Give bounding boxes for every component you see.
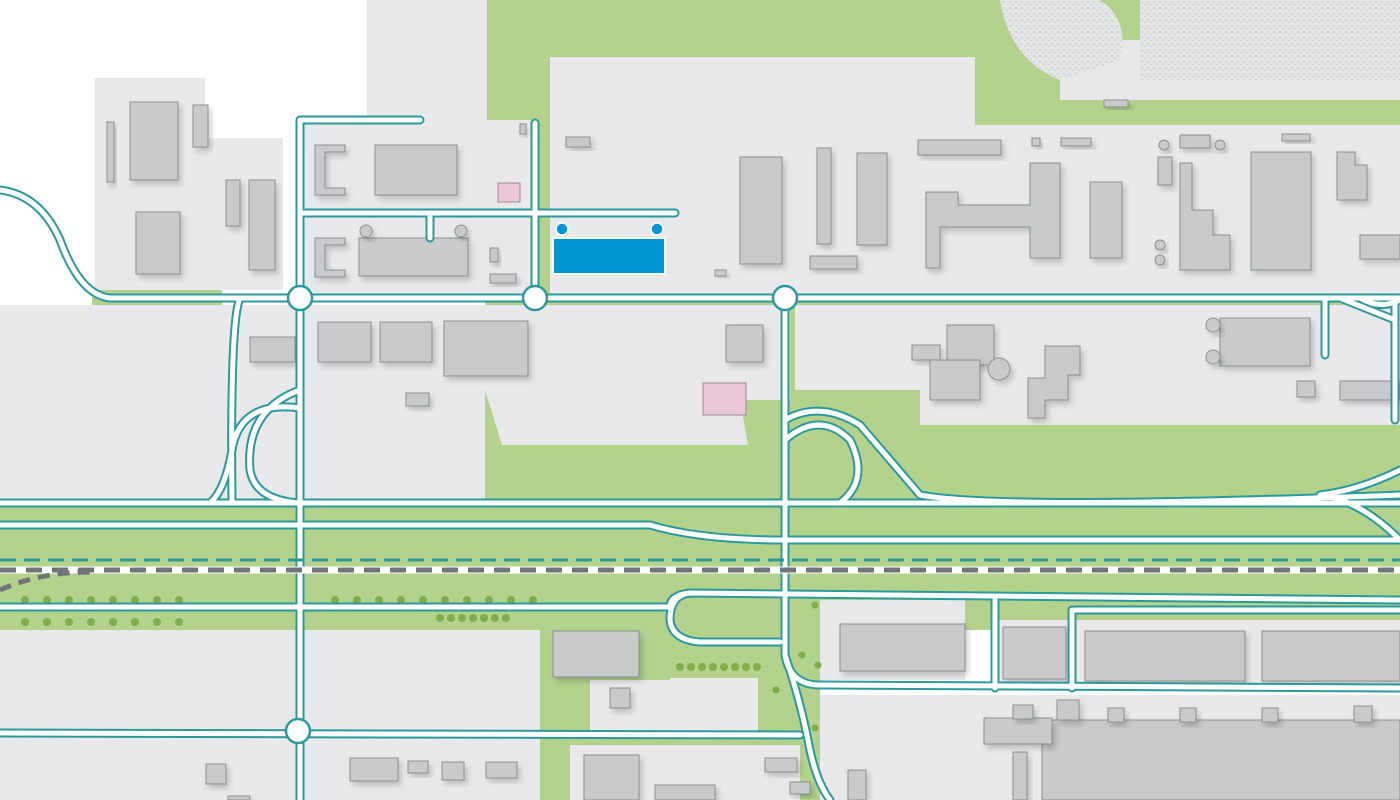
tree-rows (21, 596, 822, 732)
roundabouts (284, 284, 799, 745)
tree-icon (485, 596, 493, 604)
buildings (106, 99, 1400, 800)
tree-icon (109, 618, 117, 626)
railway (0, 558, 1400, 593)
tree-icon (491, 614, 499, 622)
tree-icon (772, 686, 780, 694)
tree-icon (480, 614, 488, 622)
tree-icon (331, 596, 339, 604)
tree-icon (811, 724, 819, 732)
tree-icon (676, 663, 684, 671)
roundabout-marker (284, 717, 312, 745)
tree-icon (447, 614, 455, 622)
road (0, 187, 1400, 301)
tree-icon (375, 596, 383, 604)
tree-icon (87, 596, 95, 604)
roundabout-marker (286, 284, 314, 312)
tree-icon (742, 663, 750, 671)
road (782, 652, 833, 800)
tree-icon (353, 596, 361, 604)
tree-icon (397, 596, 405, 604)
tree-icon (698, 663, 706, 671)
tree-icon (43, 618, 51, 626)
tree-icon (109, 596, 117, 604)
tree-icon (811, 601, 819, 609)
tree-icon (731, 663, 739, 671)
road (0, 522, 1400, 543)
tree-icon (720, 663, 728, 671)
road (667, 590, 783, 645)
road (992, 597, 1400, 691)
highlighted-building[interactable] (552, 222, 666, 275)
road-network (0, 115, 1400, 800)
road (782, 408, 1400, 506)
location-dot-icon (555, 222, 569, 236)
tree-icon (175, 596, 183, 604)
tree-icon (458, 614, 466, 622)
marked-building (702, 382, 747, 416)
tree-icon (814, 661, 822, 669)
tree-icon (507, 596, 515, 604)
road (247, 387, 303, 506)
tree-icon (153, 618, 161, 626)
tree-icon (502, 614, 510, 622)
road (297, 117, 423, 301)
tree-icon (469, 614, 477, 622)
tree-icon (131, 618, 139, 626)
road (297, 120, 678, 301)
tree-icon (709, 663, 717, 671)
road (0, 730, 803, 738)
tree-icon (21, 618, 29, 626)
tree-icon (131, 596, 139, 604)
tree-icon (419, 596, 427, 604)
roundabout-marker (521, 284, 549, 312)
tree-icon (441, 596, 449, 604)
road (1322, 295, 1400, 423)
tree-icon (175, 618, 183, 626)
tree-icon (21, 596, 29, 604)
tree-icon (436, 614, 444, 622)
road (1317, 467, 1400, 543)
tree-icon (43, 596, 51, 604)
roundabout-marker (771, 284, 799, 312)
tree-icon (529, 596, 537, 604)
tree-icon (65, 596, 73, 604)
tree-icon (463, 596, 471, 604)
tree-icon (153, 596, 161, 604)
tree-icon (687, 663, 695, 671)
marked-building (497, 182, 521, 203)
tree-icon (753, 663, 761, 671)
tree-icon (798, 651, 806, 659)
location-dot-icon (650, 222, 664, 236)
tree-icon (87, 618, 95, 626)
tree-icon (65, 618, 73, 626)
